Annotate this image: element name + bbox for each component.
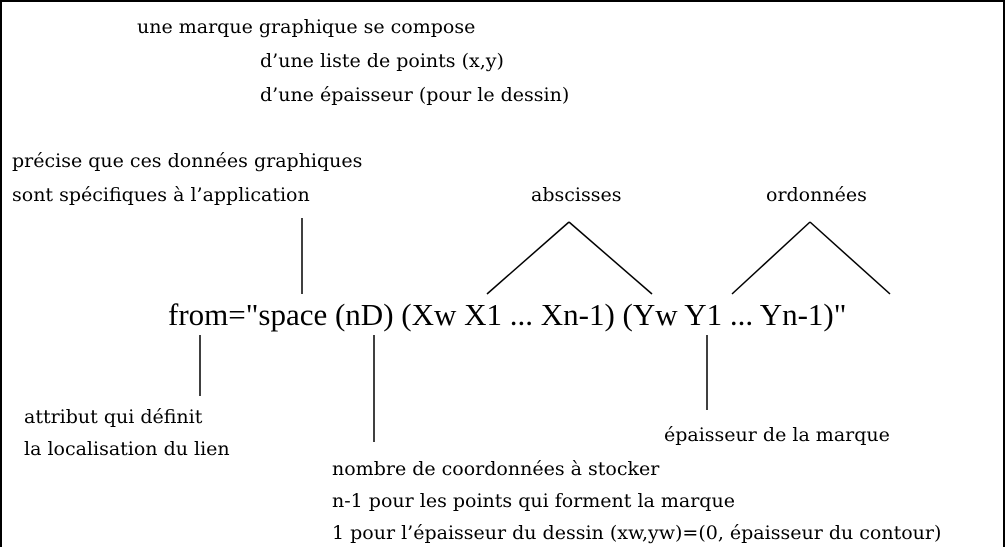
abscisses-label: abscisses [531, 184, 622, 206]
nombre-line-3: 1 pour l’épaisseur du dessin (xw,yw)=(0,… [332, 522, 942, 544]
header-line-1: une marque graphique se compose [137, 16, 476, 38]
header-line-3: d’une épaisseur (pour le dessin) [260, 84, 570, 106]
from-expression: from="space (nD) (Xw X1 ... Xn-1) (Yw Y1… [168, 297, 847, 332]
ordonnees-left-branch [731, 221, 811, 295]
ordonnees-label: ordonnées [766, 184, 867, 206]
specific-line-1: précise que ces données graphiques [12, 150, 363, 172]
nombre-line-2: n-1 pour les points qui forment la marqu… [332, 490, 735, 512]
attribut-line-1: attribut qui définit [24, 406, 203, 428]
specific-line-2: sont spécifiques à l’application [12, 184, 310, 206]
header-line-2: d’une liste de points (x,y) [260, 50, 504, 72]
abscisses-right-branch [568, 221, 653, 295]
epaisseur-label: épaisseur de la marque [664, 424, 890, 446]
nombre-line-1: nombre de coordonnées à stocker [332, 458, 660, 480]
ordonnees-right-branch [809, 221, 891, 295]
attribut-line-2: la localisation du lien [24, 438, 230, 460]
abscisses-left-branch [486, 221, 570, 295]
